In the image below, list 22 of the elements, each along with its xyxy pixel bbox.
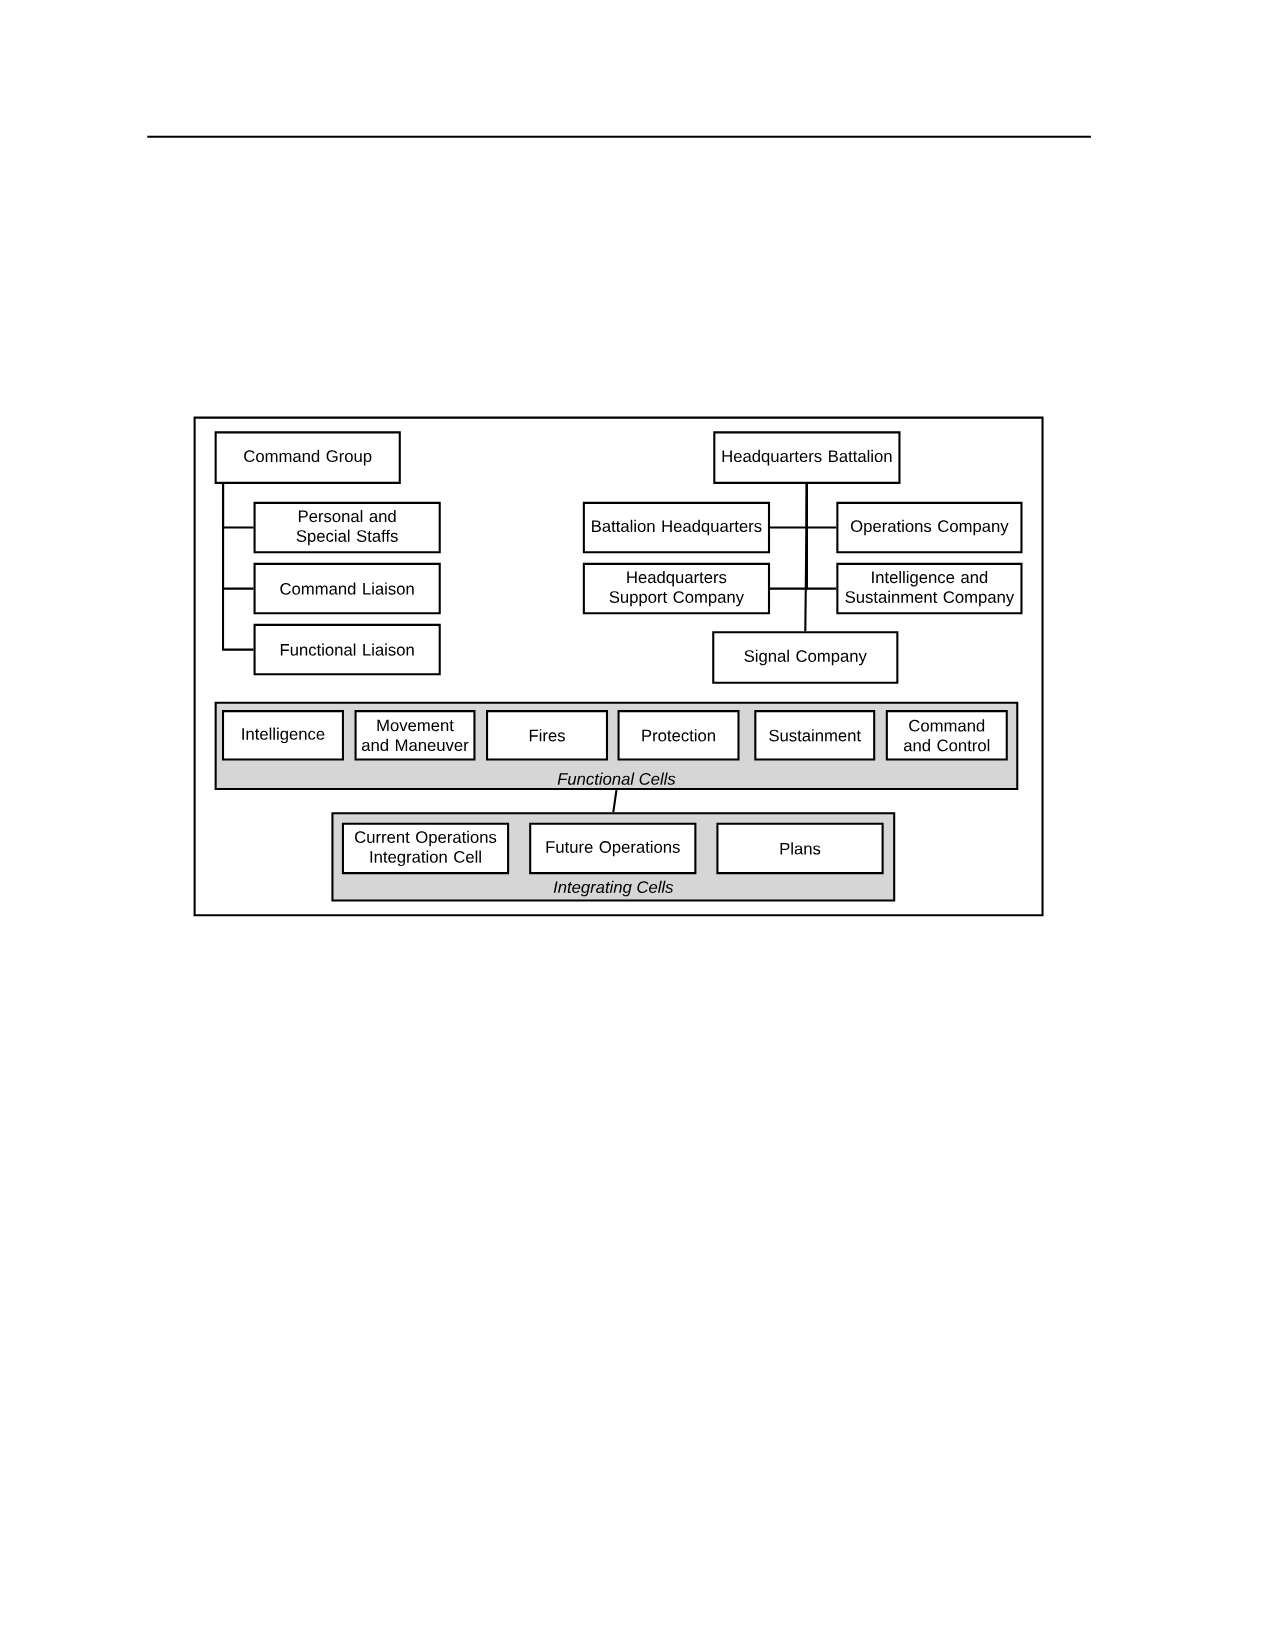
connector-line xyxy=(222,483,254,651)
unit-box: Protection xyxy=(617,710,740,761)
unit-box: Intelligence and Sustainment Company xyxy=(836,562,1023,615)
unit-box: Personal and Special Staffs xyxy=(253,501,441,554)
connector-line xyxy=(612,789,618,813)
unit-box: Functional Liaison xyxy=(253,623,441,676)
unit-box: Plans xyxy=(716,822,884,875)
unit-box: Command and Control xyxy=(885,710,1008,761)
unit-box: Movement and Maneuver xyxy=(354,710,476,761)
unit-box: Intelligence xyxy=(222,710,344,761)
connector-line xyxy=(804,483,808,632)
unit-box: Signal Company xyxy=(712,631,899,684)
unit-box: Command Liaison xyxy=(253,562,441,615)
unit-box: Current Operations Integration Cell xyxy=(341,822,510,875)
unit-box: Fires xyxy=(486,710,608,761)
unit-box: Operations Company xyxy=(836,501,1023,554)
unit-box: Battalion Headquarters xyxy=(582,501,771,554)
unit-box: Sustainment xyxy=(754,710,876,761)
unit-box: Command Group xyxy=(214,431,401,484)
unit-box: Headquarters Battalion xyxy=(713,431,901,484)
unit-box: Headquarters Support Company xyxy=(582,562,771,615)
unit-box: Future Operations xyxy=(529,822,697,875)
